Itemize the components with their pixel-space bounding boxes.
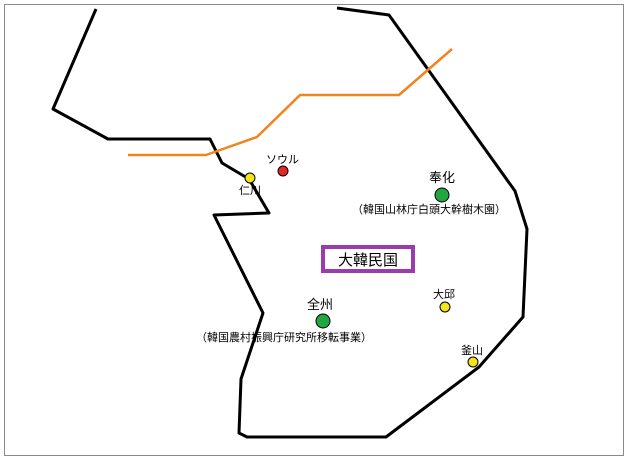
country-label: 大韓民国 xyxy=(324,248,412,270)
country-label-box: 大韓民国 xyxy=(321,245,415,273)
demarcation-line xyxy=(128,48,453,157)
seoul-marker[interactable] xyxy=(277,165,289,177)
map-canvas xyxy=(51,6,529,439)
daegu-label: 大邱 xyxy=(433,288,455,301)
daegu-marker[interactable] xyxy=(439,301,451,313)
incheon-marker[interactable] xyxy=(244,172,256,184)
bonghwa-label: 奉化 xyxy=(429,171,456,186)
bonghwa-marker[interactable] xyxy=(434,187,450,203)
peninsula-outline xyxy=(51,6,529,439)
jeonju-label: 全州 xyxy=(307,298,334,313)
incheon-label: 仁川 xyxy=(239,184,261,197)
seoul-label: ソウル xyxy=(266,153,299,166)
jeonju-note: （韓国農村振興庁研究所移転事業） xyxy=(196,331,372,344)
map-frame: ソウル 仁川 奉化 （韓国山林庁白頭大幹樹木園） 大韓民国 全州 （韓国農村振興… xyxy=(4,4,624,456)
bonghwa-note: （韓国山林庁白頭大幹樹木園） xyxy=(352,203,506,216)
busan-marker[interactable] xyxy=(467,356,479,368)
jeonju-marker[interactable] xyxy=(315,313,331,329)
busan-label: 釜山 xyxy=(461,344,483,357)
